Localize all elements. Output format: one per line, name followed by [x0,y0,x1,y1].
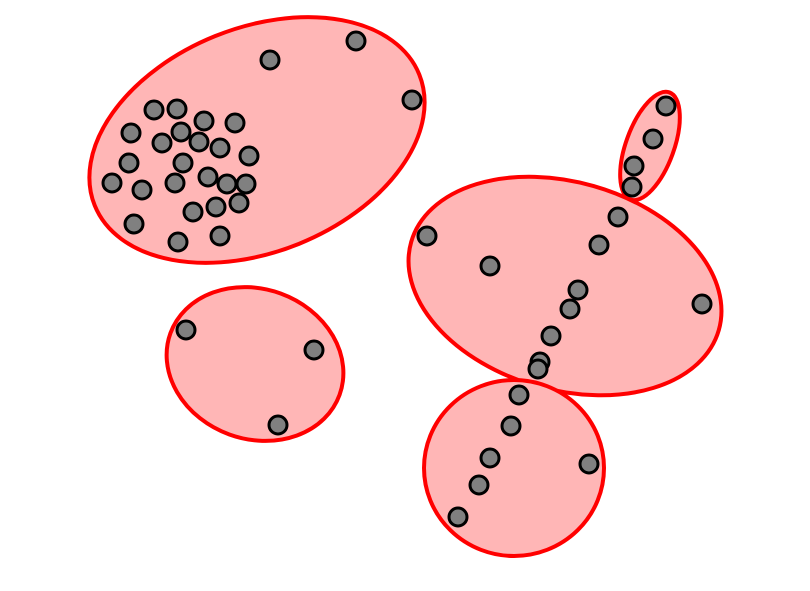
data-point [101,172,123,194]
data-points [101,30,713,528]
data-point [655,95,677,117]
data-point [508,384,530,406]
data-point [143,99,165,121]
data-point [267,414,289,436]
data-point [216,173,238,195]
data-point [691,293,713,315]
data-point [468,474,490,496]
data-point [559,298,581,320]
cluster-ellipses [87,15,724,558]
data-point [164,172,186,194]
data-point [578,453,600,475]
data-point [151,132,173,154]
data-point [238,145,260,167]
data-point [193,110,215,132]
data-point [188,131,210,153]
data-point [527,358,549,380]
data-point [621,176,643,198]
cluster-ellipse-lower-right [422,378,606,558]
data-point [175,319,197,341]
data-point [642,128,664,150]
data-point [197,166,219,188]
data-point [209,137,231,159]
data-point [447,506,469,528]
data-point [479,255,501,277]
data-point [567,279,589,301]
data-point [540,325,562,347]
data-point [224,112,246,134]
data-point [259,49,281,71]
data-point [118,152,140,174]
data-point [131,179,153,201]
data-point [500,415,522,437]
data-point [166,98,188,120]
data-point [182,201,204,223]
data-point [120,122,142,144]
data-point [209,225,231,247]
data-point [228,192,250,214]
cluster-ellipse-small-left [164,285,346,443]
data-point [345,30,367,52]
data-point [303,339,325,361]
data-point [172,152,194,174]
data-point [170,121,192,143]
data-point [167,231,189,253]
data-point [235,173,257,195]
data-point [123,213,145,235]
data-point [479,447,501,469]
data-point [416,225,438,247]
cluster-ellipse-middle-right [406,174,724,398]
data-point [401,89,423,111]
data-point [205,196,227,218]
data-point [607,206,629,228]
data-point [623,155,645,177]
data-point [588,234,610,256]
cluster-ellipse-large-upper-left [87,15,427,265]
